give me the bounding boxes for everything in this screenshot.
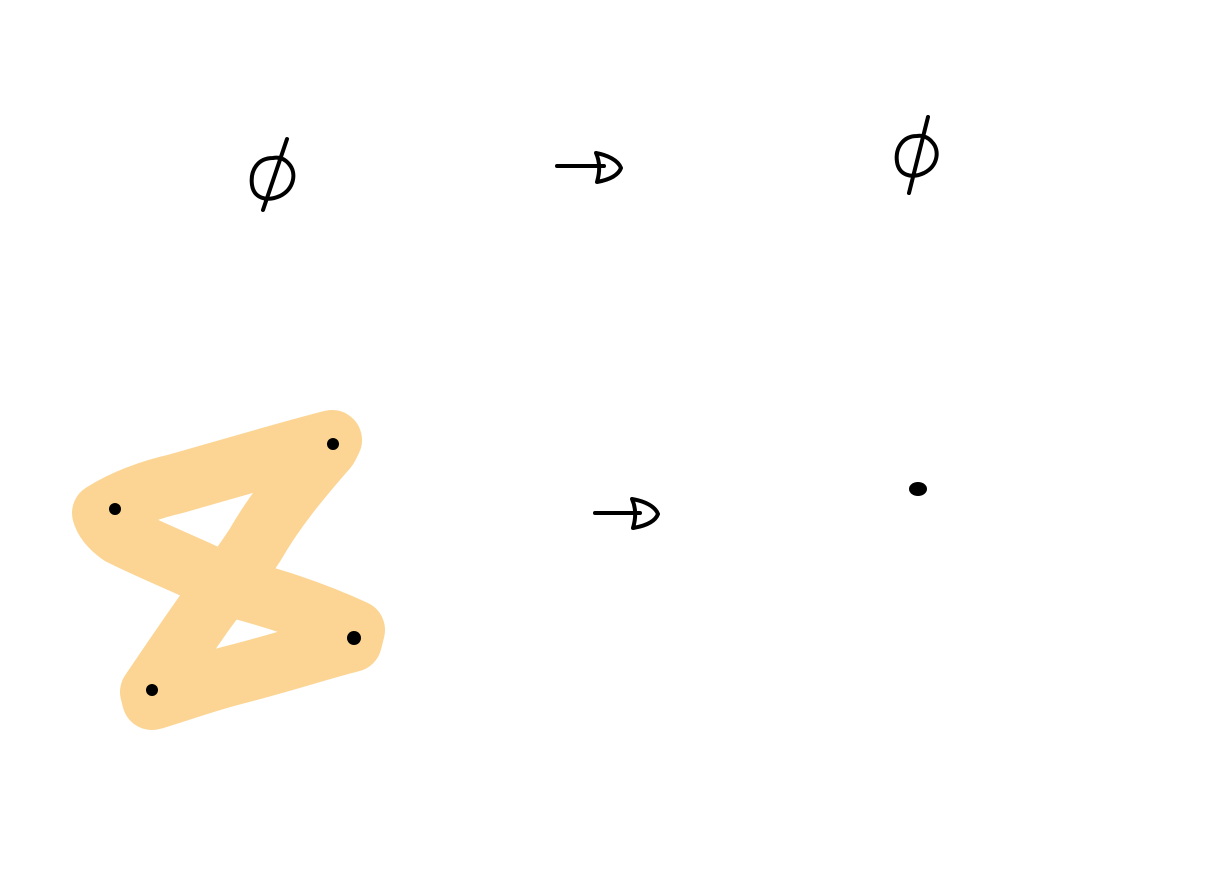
single-point-output bbox=[909, 482, 927, 496]
row-point-set-mapping bbox=[72, 410, 927, 730]
point-set-input bbox=[72, 410, 385, 730]
row-empty-set-mapping bbox=[249, 115, 939, 212]
point-4 bbox=[146, 684, 158, 696]
empty-set-symbol-input bbox=[249, 137, 296, 212]
point-1 bbox=[109, 503, 121, 515]
highlight-path bbox=[72, 410, 385, 730]
point-3 bbox=[347, 631, 361, 645]
point-2 bbox=[327, 438, 339, 450]
arrow-right-icon bbox=[593, 497, 660, 530]
empty-set-symbol-output bbox=[894, 115, 939, 195]
point-output bbox=[909, 482, 927, 496]
arrow-right-icon bbox=[555, 151, 623, 184]
